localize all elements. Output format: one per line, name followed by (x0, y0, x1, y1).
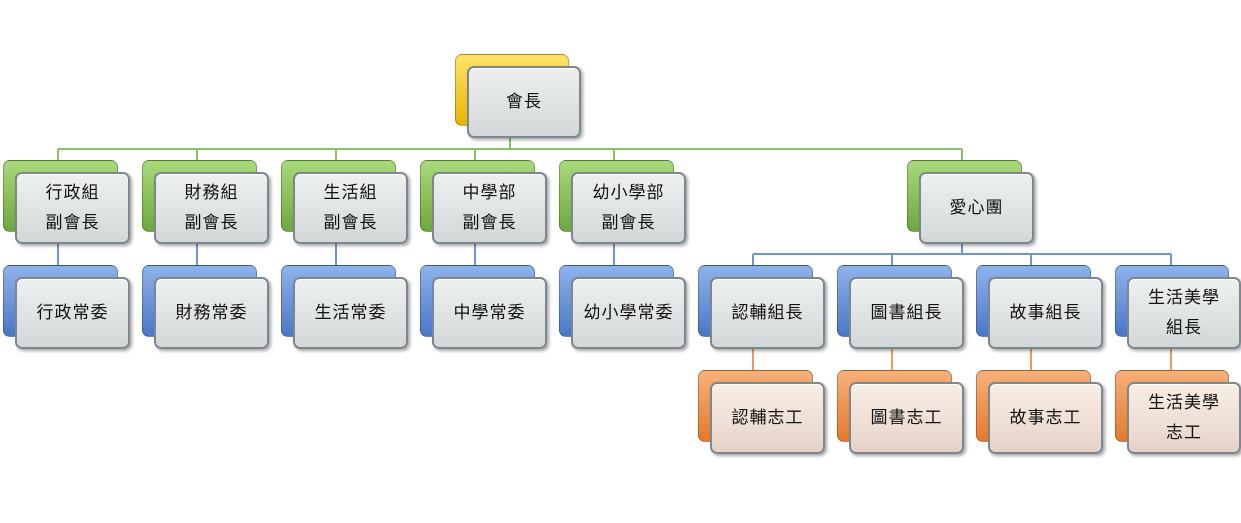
vp-admin-box-face: 行政組 副會長 (15, 172, 130, 244)
vp-primary-box-face: 幼小學部 副會長 (571, 172, 686, 244)
vp-secondary-line-1: 中學部 (462, 183, 517, 203)
vp-secondary-line-2: 副會長 (462, 213, 517, 233)
volunteer-aesthetics-line-2: 志工 (1166, 423, 1202, 443)
volunteer-library-label: 圖書志工 (870, 408, 943, 428)
vp-admin-line-1: 行政組 (45, 183, 100, 203)
volunteer-aesthetics-box: 生活美學 志工 (1115, 370, 1241, 454)
volunteer-counseling-label: 認輔志工 (731, 408, 804, 428)
leader-aesthetics-line-2: 組長 (1166, 318, 1202, 338)
vp-finance-box-face: 財務組 副會長 (154, 172, 269, 244)
connector-care-group (752, 244, 1172, 265)
president-label: 會長 (506, 92, 542, 112)
care-group-box: 愛心團 (907, 160, 1034, 244)
vp-finance-box: 財務組 副會長 (142, 160, 269, 244)
volunteer-aesthetics-line-1: 生活美學 (1148, 393, 1220, 413)
connector-level1-drops (57, 149, 963, 160)
vp-primary-box: 幼小學部 副會長 (559, 160, 686, 244)
committee-finance-label: 財務常委 (175, 303, 248, 323)
care-group-box-face: 愛心團 (919, 172, 1034, 244)
leader-library-box-face: 圖書組長 (849, 277, 964, 349)
volunteer-aesthetics-box-face: 生活美學 志工 (1127, 382, 1241, 454)
committee-finance-box: 財務常委 (142, 265, 269, 349)
volunteer-story-box-face: 故事志工 (988, 382, 1103, 454)
committee-living-label: 生活常委 (314, 303, 387, 323)
vp-secondary-box-face: 中學部 副會長 (432, 172, 547, 244)
vp-finance-line-1: 財務組 (184, 183, 239, 203)
committee-finance-box-face: 財務常委 (154, 277, 269, 349)
volunteer-counseling-box-face: 認輔志工 (710, 382, 825, 454)
leader-counseling-box: 認輔組長 (698, 265, 825, 349)
vp-secondary-box: 中學部 副會長 (420, 160, 547, 244)
vp-living-line-1: 生活組 (323, 183, 378, 203)
committee-admin-box-face: 行政常委 (15, 277, 130, 349)
vp-living-line-2: 副會長 (323, 213, 378, 233)
connector-volunteers (752, 349, 1172, 370)
volunteer-library-box: 圖書志工 (837, 370, 964, 454)
leader-story-label: 故事組長 (1009, 303, 1082, 323)
president-box-face: 會長 (467, 66, 581, 138)
volunteer-story-label: 故事志工 (1009, 408, 1082, 428)
committee-admin-box: 行政常委 (3, 265, 130, 349)
leader-story-box-face: 故事組長 (988, 277, 1103, 349)
vp-primary-line-2: 副會長 (601, 213, 656, 233)
committee-primary-box-face: 幼小學常委 (571, 277, 686, 349)
connector-president (58, 138, 962, 150)
president-box: 會長 (455, 54, 581, 138)
leader-aesthetics-box: 生活美學 組長 (1115, 265, 1241, 349)
volunteer-counseling-box: 認輔志工 (698, 370, 825, 454)
leader-aesthetics-line-1: 生活美學 (1148, 288, 1220, 308)
committee-living-box: 生活常委 (281, 265, 408, 349)
leader-counseling-label: 認輔組長 (731, 303, 804, 323)
committee-secondary-box-face: 中學常委 (432, 277, 547, 349)
leader-library-box: 圖書組長 (837, 265, 964, 349)
committee-secondary-label: 中學常委 (453, 303, 526, 323)
leader-story-box: 故事組長 (976, 265, 1103, 349)
vp-living-box-face: 生活組 副會長 (293, 172, 408, 244)
vp-living-box: 生活組 副會長 (281, 160, 408, 244)
vp-admin-line-2: 副會長 (45, 213, 100, 233)
committee-secondary-box: 中學常委 (420, 265, 547, 349)
committee-admin-label: 行政常委 (36, 303, 109, 323)
vp-primary-line-1: 幼小學部 (592, 183, 665, 203)
leader-library-label: 圖書組長 (870, 303, 943, 323)
committee-living-box-face: 生活常委 (293, 277, 408, 349)
vp-finance-line-2: 副會長 (184, 213, 239, 233)
connector-committees (57, 244, 615, 265)
committee-primary-label: 幼小學常委 (583, 303, 674, 323)
volunteer-library-box-face: 圖書志工 (849, 382, 964, 454)
committee-primary-box: 幼小學常委 (559, 265, 686, 349)
leader-aesthetics-box-face: 生活美學 組長 (1127, 277, 1241, 349)
leader-counseling-box-face: 認輔組長 (710, 277, 825, 349)
volunteer-story-box: 故事志工 (976, 370, 1103, 454)
vp-admin-box: 行政組 副會長 (3, 160, 130, 244)
care-group-label: 愛心團 (949, 198, 1004, 218)
